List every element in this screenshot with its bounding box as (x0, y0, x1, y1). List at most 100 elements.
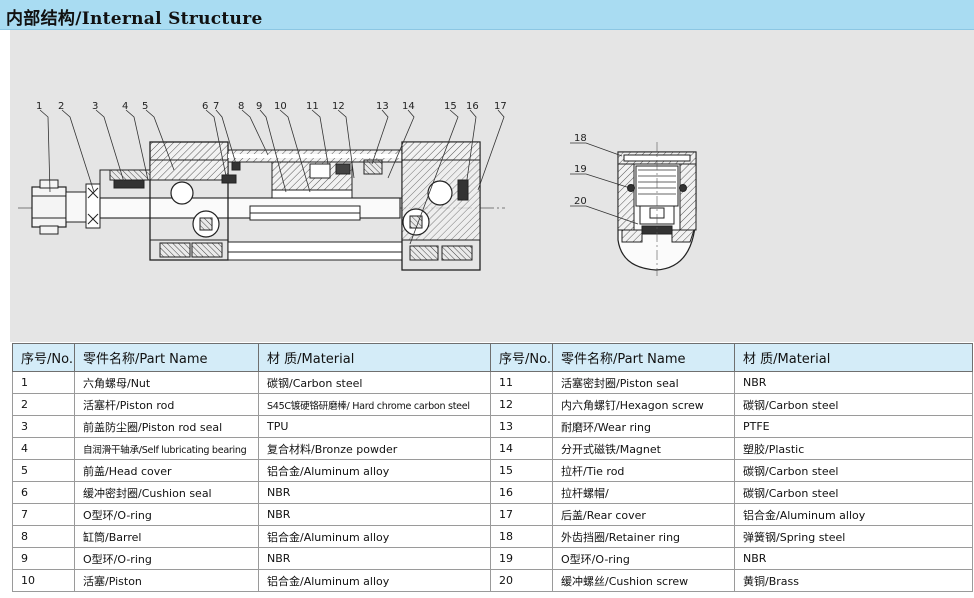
cell-material: 碳钢/Carbon steel (734, 481, 973, 504)
cell-no: 13 (490, 415, 553, 438)
cell-material: 碳钢/Carbon steel (258, 371, 491, 394)
cell-part-name: 内六角螺钉/Hexagon screw (552, 393, 735, 416)
cell-material: 铝合金/Aluminum alloy (258, 569, 491, 592)
cell-no: 8 (12, 525, 75, 548)
structure-diagram-panel: 1 2 3 4 5 6 7 8 9 10 11 12 13 14 15 16 1… (10, 30, 974, 342)
cell-material: 铝合金/Aluminum alloy (734, 503, 973, 526)
callout-7: 7 (213, 101, 219, 112)
cell-part-name: 缓冲密封圈/Cushion seal (74, 481, 259, 504)
cylinder-cross-section-drawing: 1 2 3 4 5 6 7 8 9 10 11 12 13 14 15 16 1… (18, 101, 697, 276)
table-row: 3 前盖防尘圈/Piston rod seal TPU 13 耐磨环/Wear … (12, 415, 973, 438)
head-cover-part (99, 141, 229, 261)
cushion-screw-detail-view (617, 142, 697, 276)
cell-material: 黄铜/Brass (734, 569, 973, 592)
cell-no: 15 (490, 459, 553, 482)
cell-part-name: O型环/O-ring (74, 547, 259, 570)
cell-part-name: 活塞/Piston (74, 569, 259, 592)
cell-material: TPU (258, 415, 491, 438)
cell-no: 4 (12, 437, 75, 460)
callout-2: 2 (58, 101, 64, 112)
callout-18: 18 (574, 133, 587, 144)
callout-13: 13 (376, 101, 389, 112)
cell-no: 3 (12, 415, 75, 438)
cell-material: 复合材料/Bronze powder (258, 437, 491, 460)
table-row: 8 缸筒/Barrel 铝合金/Aluminum alloy 18 外齿挡圈/R… (12, 525, 973, 548)
cell-part-name: 缸筒/Barrel (74, 525, 259, 548)
cell-part-name: 活塞杆/Piston rod (74, 393, 259, 416)
rear-cover-part (401, 141, 481, 271)
callout-12: 12 (332, 101, 345, 112)
cell-no: 10 (12, 569, 75, 592)
cell-part-name: 耐磨环/Wear ring (552, 415, 735, 438)
header-part-name: 零件名称/Part Name (74, 343, 259, 372)
cell-part-name: 活塞密封圈/Piston seal (552, 371, 735, 394)
cell-part-name: 分开式磁铁/Magnet (552, 437, 735, 460)
cell-no: 12 (490, 393, 553, 416)
cell-no: 6 (12, 481, 75, 504)
piston-part (249, 159, 403, 221)
callout-14: 14 (402, 101, 415, 112)
table-row: 5 前盖/Head cover 铝合金/Aluminum alloy 15 拉杆… (12, 459, 973, 482)
cell-part-name: 后盖/Rear cover (552, 503, 735, 526)
cell-material: NBR (258, 503, 491, 526)
cell-material: NBR (258, 547, 491, 570)
callout-1: 1 (36, 101, 42, 112)
callout-15: 15 (444, 101, 457, 112)
cell-material: 碳钢/Carbon steel (734, 459, 973, 482)
cell-no: 17 (490, 503, 553, 526)
cell-no: 1 (12, 371, 75, 394)
table-row: 4 自润滑干轴承/Self lubricating bearing 复合材料/B… (12, 437, 973, 460)
table-row: 6 缓冲密封圈/Cushion seal NBR 16 拉杆螺帽/ 碳钢/Car… (12, 481, 973, 504)
cell-part-name: 前盖/Head cover (74, 459, 259, 482)
cell-part-name: 六角螺母/Nut (74, 371, 259, 394)
cell-part-name: 自润滑干轴承/Self lubricating bearing (74, 437, 259, 460)
parts-material-table: 序号/No. 零件名称/Part Name 材 质/Material 序号/No… (12, 343, 973, 592)
callout-3: 3 (92, 101, 98, 112)
header-no: 序号/No. (490, 343, 553, 372)
cell-no: 5 (12, 459, 75, 482)
tie-rod-part (227, 241, 403, 253)
header-material: 材 质/Material (734, 343, 973, 372)
table-row: 1 六角螺母/Nut 碳钢/Carbon steel 11 活塞密封圈/Pist… (12, 371, 973, 394)
callout-9: 9 (256, 101, 262, 112)
cell-material: NBR (258, 481, 491, 504)
cell-no: 11 (490, 371, 553, 394)
cell-part-name: 外齿挡圈/Retainer ring (552, 525, 735, 548)
callout-11: 11 (306, 101, 319, 112)
cell-no: 9 (12, 547, 75, 570)
cell-material: S45C镀硬铬研磨棒/ Hard chrome carbon steel (258, 393, 491, 416)
cell-no: 7 (12, 503, 75, 526)
cell-material: PTFE (734, 415, 973, 438)
table-row: 9 O型环/O-ring NBR 19 O型环/O-ring NBR (12, 547, 973, 570)
callout-17: 17 (494, 101, 507, 112)
header-material: 材 质/Material (258, 343, 491, 372)
cell-material: NBR (734, 371, 973, 394)
callout-20: 20 (574, 196, 587, 207)
table-row: 7 O型环/O-ring NBR 17 后盖/Rear cover 铝合金/Al… (12, 503, 973, 526)
callout-5: 5 (142, 101, 148, 112)
header-no: 序号/No. (12, 343, 75, 372)
cell-part-name: 拉杆/Tie rod (552, 459, 735, 482)
cell-material: 铝合金/Aluminum alloy (258, 459, 491, 482)
nut-part (31, 179, 67, 235)
cell-no: 19 (490, 547, 553, 570)
table-row: 2 活塞杆/Piston rod S45C镀硬铬研磨棒/ Hard chrome… (12, 393, 973, 416)
section-title-bar: 内部结构/Internal Structure (0, 0, 974, 30)
cell-no: 16 (490, 481, 553, 504)
section-title: 内部结构/Internal Structure (6, 9, 263, 29)
callout-4: 4 (122, 101, 128, 112)
cell-part-name: 缓冲螺丝/Cushion screw (552, 569, 735, 592)
callout-16: 16 (466, 101, 479, 112)
cell-material: 塑胶/Plastic (734, 437, 973, 460)
cell-part-name: 前盖防尘圈/Piston rod seal (74, 415, 259, 438)
cell-part-name: 拉杆螺帽/ (552, 481, 735, 504)
callout-19: 19 (574, 164, 587, 175)
cell-part-name: O型环/O-ring (552, 547, 735, 570)
cell-material: 弹簧钢/Spring steel (734, 525, 973, 548)
cell-no: 18 (490, 525, 553, 548)
cell-part-name: O型环/O-ring (74, 503, 259, 526)
callout-10: 10 (274, 101, 287, 112)
cell-no: 2 (12, 393, 75, 416)
header-part-name: 零件名称/Part Name (552, 343, 735, 372)
table-header-row: 序号/No. 零件名称/Part Name 材 质/Material 序号/No… (12, 343, 973, 372)
